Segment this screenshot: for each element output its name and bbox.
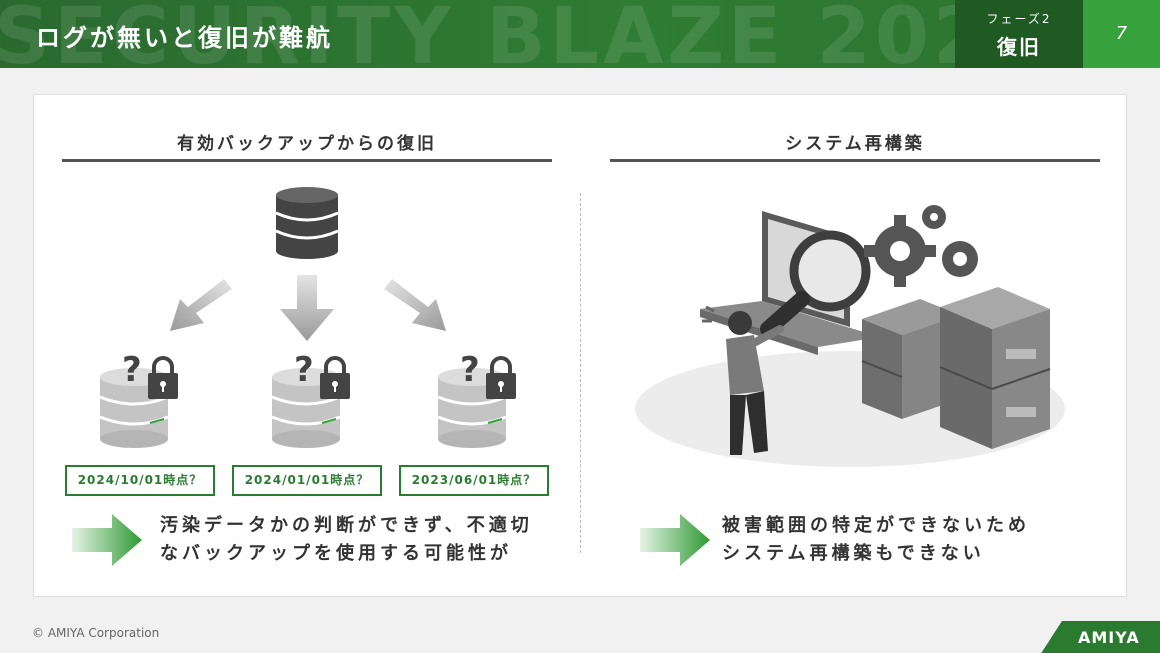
svg-text:?: ? xyxy=(122,351,142,390)
arrow-icon xyxy=(280,275,334,341)
header-bar: SECURITY BLAZE 2024 ログが無いと復旧が難航 フェーズ2 復旧… xyxy=(0,0,1160,68)
left-title-underline xyxy=(62,159,552,162)
column-divider xyxy=(580,193,581,553)
slide-title: ログが無いと復旧が難航 xyxy=(36,24,333,52)
person-icon xyxy=(702,305,784,455)
content-card: 有効バックアップからの復旧 ? xyxy=(33,94,1127,597)
backup-date-label: 2023/06/01時点？ xyxy=(399,465,549,496)
question-lock-icon: ? xyxy=(271,351,350,448)
left-message-line2: なバックアップを使用する可能性が xyxy=(160,543,512,564)
database-icon xyxy=(275,187,339,259)
phase-badge: フェーズ2 復旧 xyxy=(955,0,1083,68)
right-column-title: システム再構築 xyxy=(785,134,925,154)
question-lock-icon: ? xyxy=(99,351,178,448)
magnifier-icon xyxy=(760,230,871,337)
arrow-icon xyxy=(640,514,710,566)
phase-main-label: 復旧 xyxy=(997,35,1041,59)
gear-icon xyxy=(864,205,978,287)
system-rebuild-illustration xyxy=(635,205,1065,467)
header-watermark: SECURITY BLAZE 2024 xyxy=(0,0,1050,68)
svg-text:?: ? xyxy=(294,351,314,390)
backup-date-label: 2024/01/01時点？ xyxy=(232,465,382,496)
page-number: 7 xyxy=(1083,0,1160,68)
arrow-icon xyxy=(384,279,446,331)
svg-text:?: ? xyxy=(460,351,480,390)
arrow-icon xyxy=(170,279,232,331)
left-message: 汚染データかの判断ができず、不適切 なバックアップを使用する可能性が xyxy=(160,512,533,568)
copyright-text: © AMIYA Corporation xyxy=(32,626,160,640)
server-icon xyxy=(861,287,1051,449)
brand-logo: AMIYA xyxy=(1040,621,1160,653)
right-message-line1: 被害範囲の特定ができないため xyxy=(722,515,1030,536)
right-message: 被害範囲の特定ができないため システム再構築もできない xyxy=(722,512,1030,568)
right-message-line2: システム再構築もできない xyxy=(722,543,985,564)
right-title-underline xyxy=(610,159,1100,162)
arrow-icon xyxy=(72,514,142,566)
backup-date-label: 2024/10/01時点？ xyxy=(65,465,215,496)
left-column-title: 有効バックアップからの復旧 xyxy=(177,134,437,154)
question-lock-icon: ? xyxy=(437,351,516,448)
phase-sub-label: フェーズ2 xyxy=(986,12,1052,26)
left-message-line1: 汚染データかの判断ができず、不適切 xyxy=(160,515,533,536)
